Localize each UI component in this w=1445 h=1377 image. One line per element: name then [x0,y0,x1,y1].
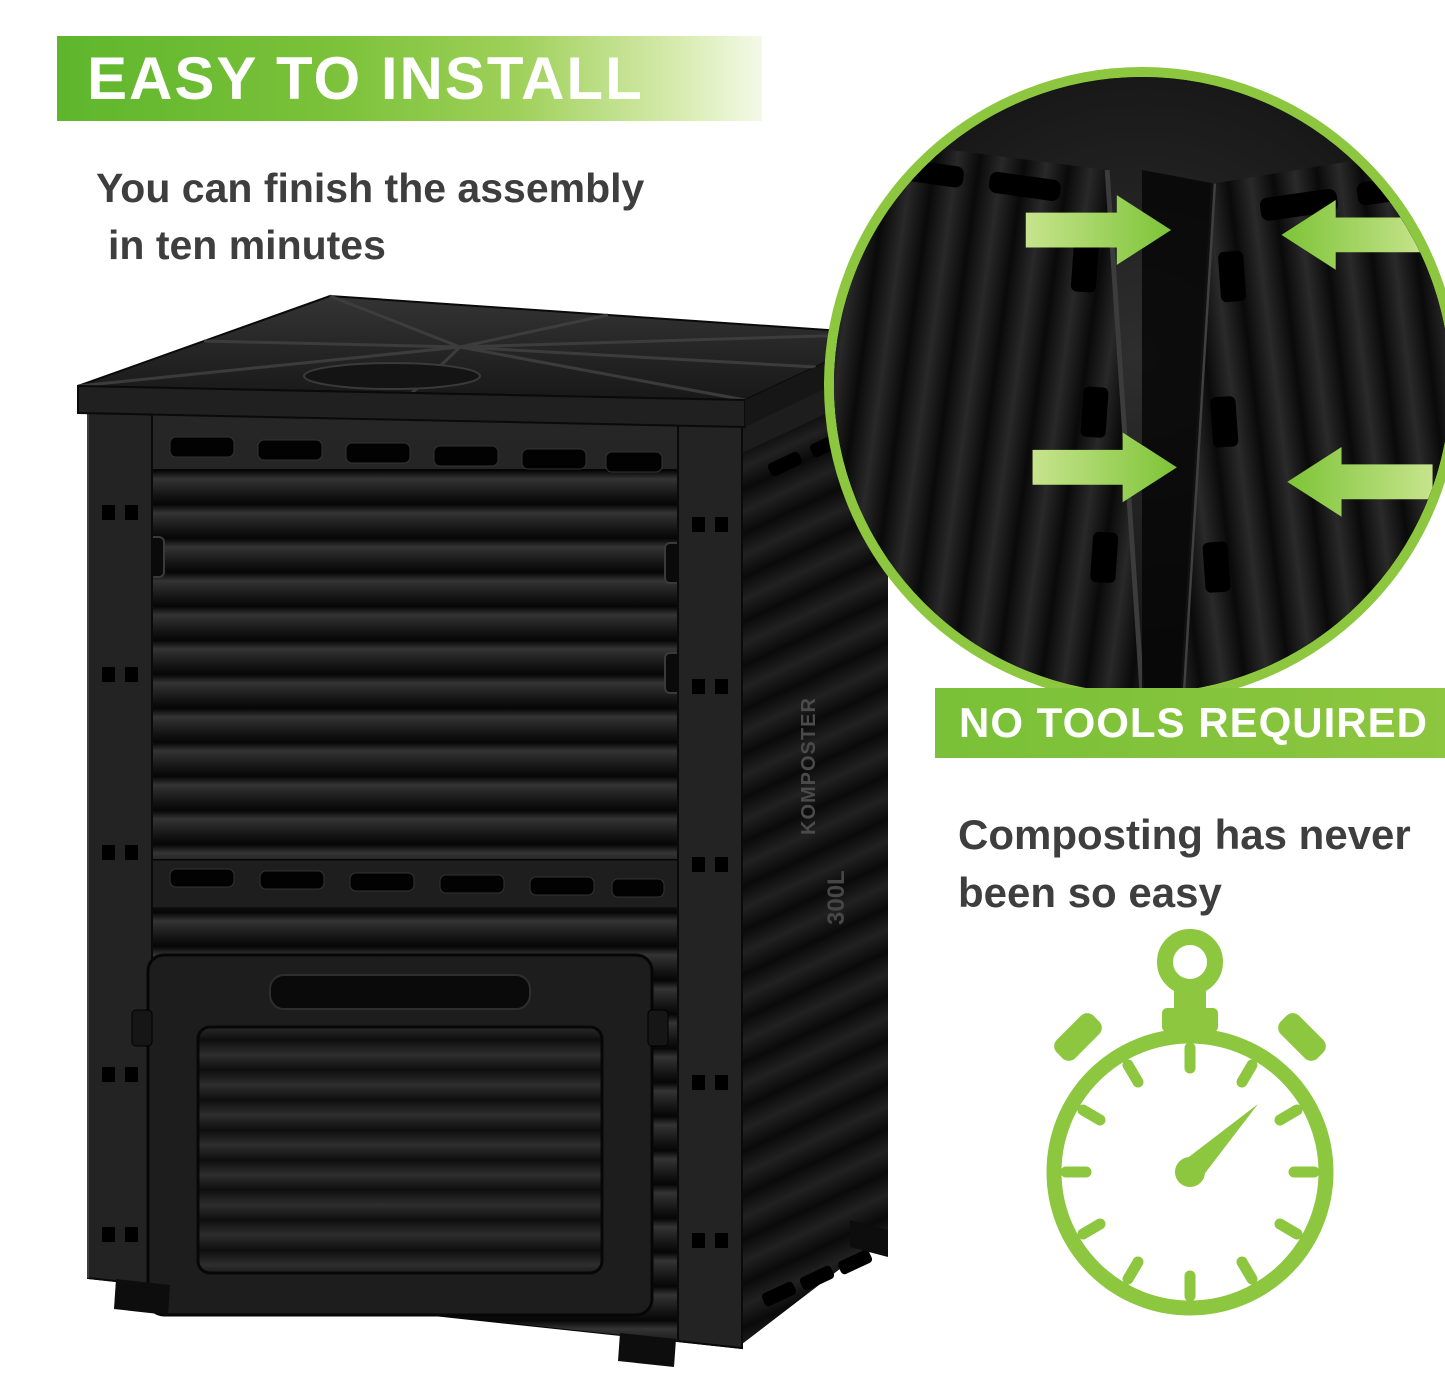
easy-install-banner: EASY TO INSTALL [57,36,762,121]
stopwatch-dial [1046,1028,1334,1316]
bin-side-capacity-label: 300L [823,870,850,925]
no-tools-banner: NO TOOLS REQUIRED [935,688,1445,758]
assembly-subtitle-line1: You can finish the assembly [96,165,645,211]
closeup-left-panel [834,135,1145,693]
bin-mid-vent-slots [169,868,665,898]
composting-subtitle: Composting has never been so easy [958,806,1411,922]
bin-door-handle [269,974,531,1010]
stopwatch-ring [1157,929,1223,995]
stopwatch-icon [1046,929,1334,1316]
assembly-subtitle: You can finish the assembly in ten minut… [96,160,644,274]
bin-side-brand-label: KOMPOSTER [798,697,820,835]
bin-top-vent-slots [169,436,663,473]
composting-subtitle-line1: Composting has never [958,811,1411,858]
compost-bin-image: KOMPOSTER 300L [77,294,890,1367]
easy-install-banner-label: EASY TO INSTALL [87,45,644,112]
stopwatch-buttons [1054,988,1326,1061]
arrow-right-mid [1287,446,1433,517]
assembly-closeup-inset [824,67,1445,703]
bin-feet [114,1220,888,1367]
bin-lid-handle [303,362,481,390]
arrow-left-top [1025,195,1172,265]
bin-lid [77,294,890,429]
composting-subtitle-line2: been so easy [958,869,1222,916]
assembly-direction-arrow-icon [1025,195,1433,517]
bin-bottom-door [131,953,669,1317]
bin-upper-door [151,469,679,861]
stopwatch-ticks [1060,1042,1320,1302]
assembly-subtitle-line2: in ten minutes [108,222,386,268]
arrow-right-top [1281,200,1427,270]
bin-side-panel: KOMPOSTER 300L [742,358,888,1344]
bin-post-cutouts [102,505,728,1248]
stopwatch-needle [1175,1104,1258,1187]
no-tools-banner-label: NO TOOLS REQUIRED [959,699,1428,746]
bin-lid-ridges [77,294,887,402]
